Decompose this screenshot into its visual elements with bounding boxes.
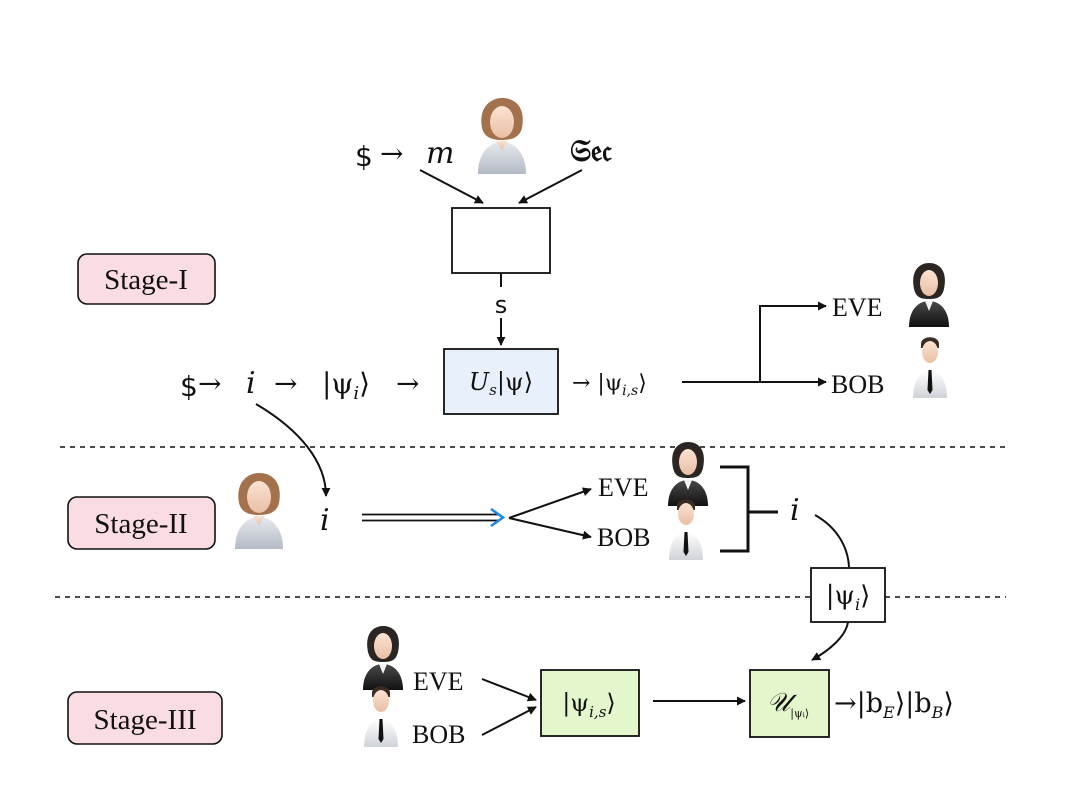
bob-icon-stage3 <box>364 686 398 747</box>
stage-2-text: Stage-II <box>94 508 187 540</box>
arrow-prep-3: → <box>396 367 419 400</box>
key-generation-box <box>451 207 551 274</box>
unitary-label: Us|ψ⟩ <box>469 368 533 399</box>
eve-icon-stage3 <box>363 626 403 690</box>
reference-state-label: |ψi⟩ <box>826 581 870 614</box>
stage-1-label: Stage-I <box>77 253 216 305</box>
message-m: m <box>426 136 454 171</box>
stage2-index-i: i <box>320 503 330 538</box>
output-state-psi-is: → |ψi,s⟩ <box>572 371 647 399</box>
alice-icon <box>478 98 526 174</box>
eve-icon-stage2 <box>668 442 708 506</box>
stage-1-text: Stage-I <box>104 264 188 296</box>
stage-3-label: Stage-III <box>67 691 223 745</box>
eve-label-stage1: EVE <box>832 293 883 322</box>
eve-icon-stage1 <box>909 263 949 327</box>
arrow-index-to-stage2 <box>255 403 331 497</box>
arrow-prep-2: → <box>274 367 297 400</box>
state-psi-i: |ψi⟩ <box>322 367 370 404</box>
reference-state-box <box>810 567 886 623</box>
arrow-eve-to-state <box>481 678 537 702</box>
joint-state-box <box>540 669 640 737</box>
eve-label-stage2: EVE <box>598 473 649 502</box>
joint-state-label: |ψi,s⟩ <box>562 689 616 721</box>
bob-label-stage3: BOB <box>412 720 465 749</box>
unitary-box <box>443 348 559 415</box>
index-i: i <box>246 366 256 401</box>
arrow-1: → <box>380 137 403 170</box>
security-parameter: 𝔖𝔢𝔠 <box>570 134 612 169</box>
arrow-to-eve <box>759 301 827 382</box>
eve-label-stage3: EVE <box>413 667 464 696</box>
blue-arrowhead <box>490 507 506 528</box>
prep-random-symbol: $ <box>180 370 198 403</box>
arrow-broadcast-eve <box>508 487 592 519</box>
announced-index-i: i <box>790 493 800 528</box>
measurement-box <box>749 669 830 738</box>
bracket <box>720 465 750 553</box>
alice-icon-stage2 <box>235 473 283 549</box>
stage-2-label: Stage-II <box>67 496 216 550</box>
bob-icon-stage1 <box>913 337 947 398</box>
bob-label-stage1: BOB <box>831 370 884 399</box>
arrow-bob-to-state <box>481 706 537 736</box>
arrow-prep-1: → <box>198 367 221 400</box>
arrow-sec-to-keygen <box>518 169 583 204</box>
arrow-m-to-keygen <box>419 169 484 204</box>
curve-index-to-state <box>814 514 850 568</box>
arrow-state-to-measurement <box>811 621 849 661</box>
measurement-result: →|bE⟩|bB⟩ <box>834 688 954 722</box>
stage-3-text: Stage-III <box>93 704 196 736</box>
key-s-label: s <box>495 291 508 319</box>
arrow-broadcast-bob <box>508 517 592 540</box>
bob-label-stage2: BOB <box>597 523 650 552</box>
random-symbol: $ <box>355 140 373 173</box>
bob-icon-stage2 <box>669 499 703 560</box>
